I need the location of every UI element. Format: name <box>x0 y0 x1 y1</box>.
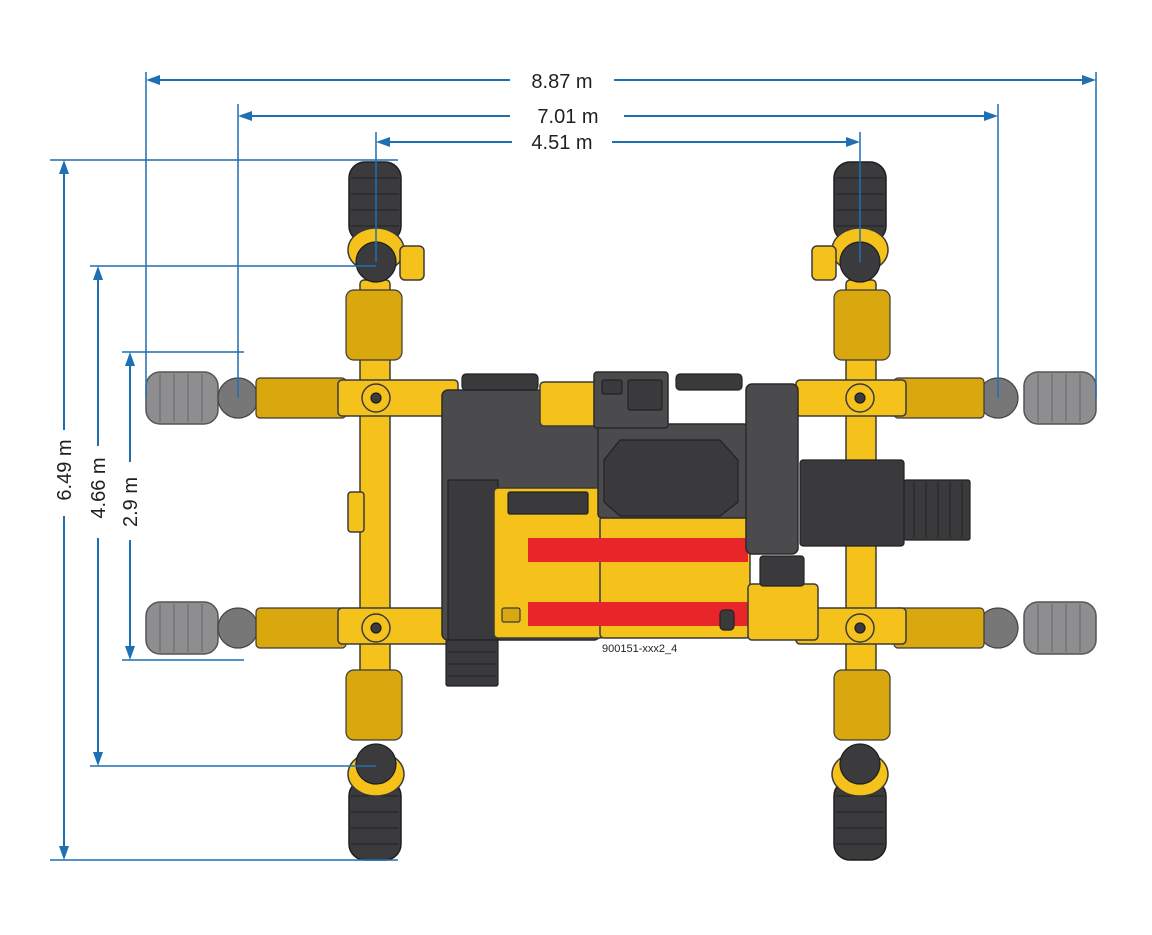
left-leg-frame <box>337 279 459 741</box>
machine-body <box>441 371 971 687</box>
outrigger-tire-left-top-extended <box>145 371 347 425</box>
dimension-length-inner: 2.9 m <box>120 351 244 661</box>
drawing-code: 900151-xxx2_4 <box>602 643 677 655</box>
dimension-width-middle: 7.01 m <box>237 104 999 398</box>
dimension-length-outer: 6.49 m <box>50 159 398 861</box>
dimension-width-inner: 4.51 m <box>375 132 861 262</box>
tire-front-left <box>347 161 425 283</box>
dimension-length-middle: 4.66 m <box>88 265 376 767</box>
label-width-inner: 4.51 m <box>531 132 592 154</box>
label-width-outer: 8.87 m <box>531 71 592 93</box>
dimensions: 8.87 m 7.01 m 4.51 m <box>50 71 1097 861</box>
outrigger-tire-right-top-extended <box>893 371 1097 425</box>
tire-front-right <box>811 161 889 283</box>
outrigger-tire-left-bottom-extended <box>145 601 347 655</box>
label-width-middle: 7.01 m <box>537 106 598 128</box>
label-length-inner: 2.9 m <box>120 477 142 527</box>
tire-rear-right <box>831 743 889 861</box>
label-length-outer: 6.49 m <box>54 439 76 500</box>
dimension-width-outer: 8.87 m <box>145 71 1097 398</box>
outrigger-tire-right-bottom-extended <box>893 601 1097 655</box>
tire-rear-left <box>347 743 405 861</box>
label-length-middle: 4.66 m <box>88 457 110 518</box>
